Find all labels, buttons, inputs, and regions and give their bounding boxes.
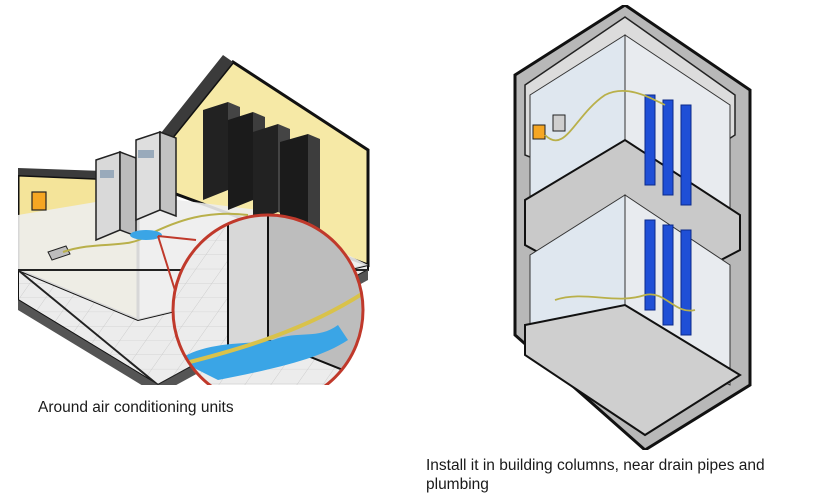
server-room-illustration [15,40,388,407]
wall-controller-icon [31,191,47,211]
caption-building-columns: Install it in building columns, near dra… [426,457,765,493]
building-column-illustration [505,3,765,452]
caption-air-conditioning: Around air conditioning units [38,399,234,416]
